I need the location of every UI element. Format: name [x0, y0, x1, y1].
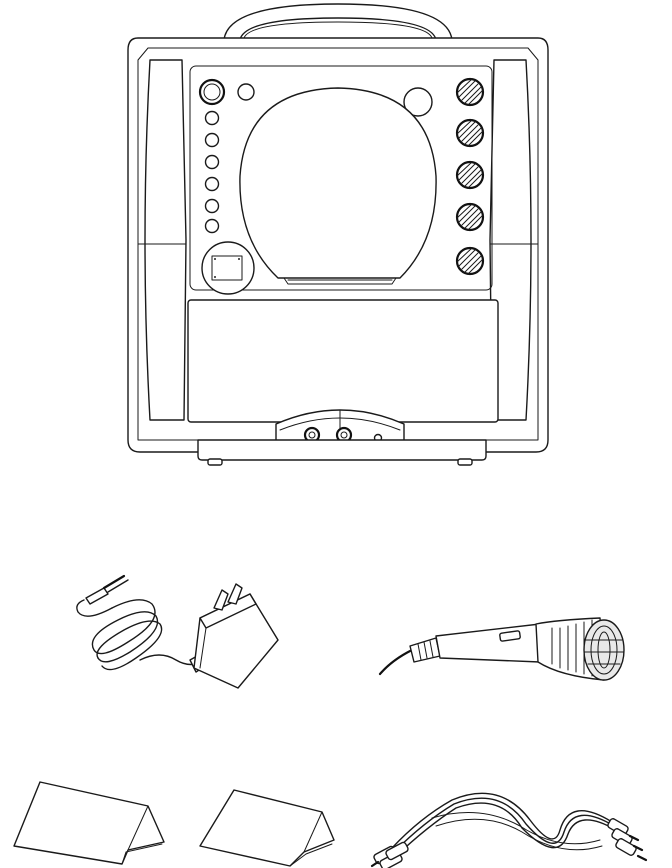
- machine-base: [198, 440, 486, 460]
- karaoke-machine: [128, 4, 548, 465]
- left-rca-plugs: [372, 841, 409, 868]
- carry-handle: [224, 4, 452, 40]
- instruction-manual: [14, 782, 164, 864]
- cd-door: [240, 88, 436, 284]
- right-rca-plugs: [607, 818, 646, 860]
- ac-adapter: [77, 576, 278, 688]
- display-window: [202, 242, 254, 294]
- rca-av-cable: [372, 793, 646, 868]
- left-foot: [208, 459, 222, 465]
- front-speaker-grill: [188, 300, 498, 422]
- warranty-card: [200, 790, 334, 866]
- right-foot: [458, 459, 472, 465]
- microphone: [380, 618, 624, 680]
- small-button: [238, 84, 254, 100]
